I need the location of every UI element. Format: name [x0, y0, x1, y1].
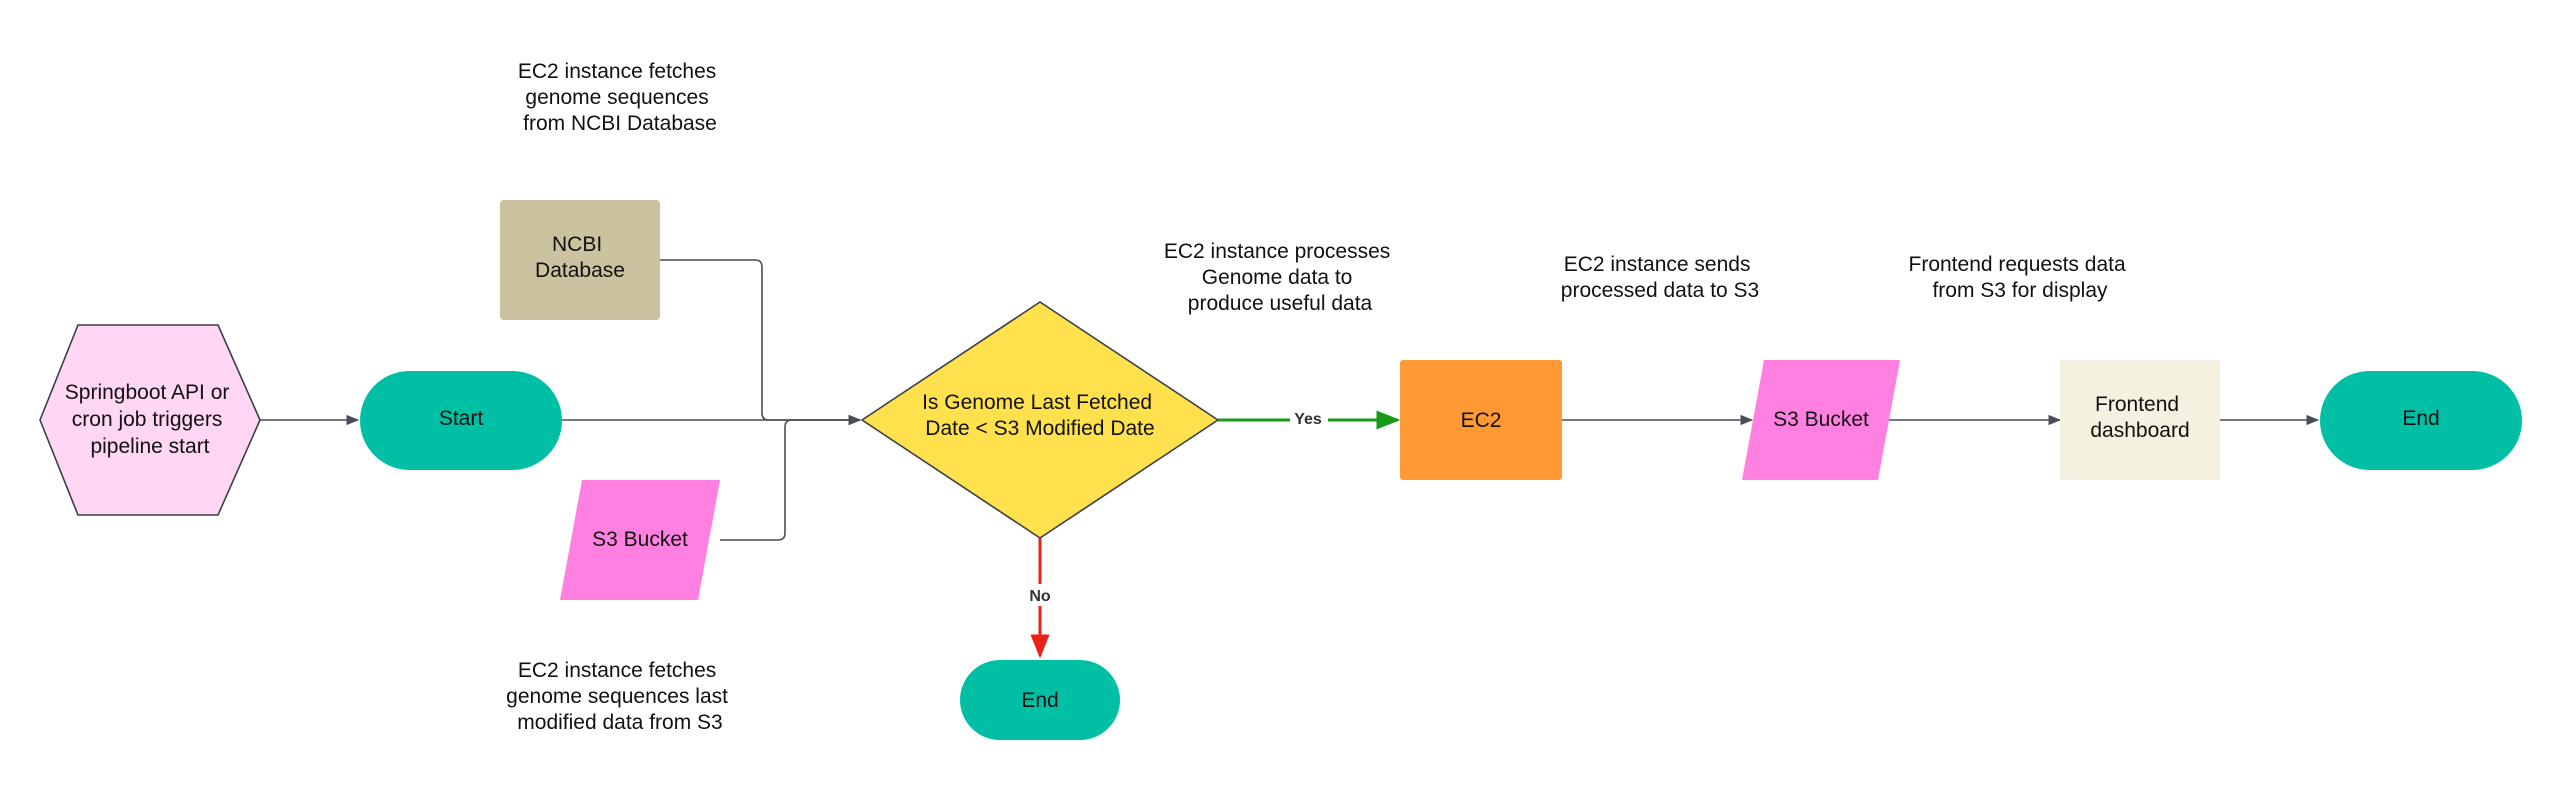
note-line: genome sequences [525, 86, 708, 109]
svg-text:Is Genome Last Fetched D: Is Genome Last Fetched Date < S3 Modifie… [922, 391, 1158, 440]
edge-decision-no: No [1024, 538, 1056, 659]
edge-decision-yes: Yes [1218, 408, 1401, 430]
trigger-node: Springboot API or cron job triggers pipe… [39, 324, 261, 516]
frontend-label-line: Frontend [2095, 393, 2179, 416]
frontend-dashboard-node: Frontend dashboard [2060, 360, 2220, 480]
end-final-label: End [2402, 407, 2439, 430]
decision-label-line: Is Genome Last Fetched [922, 391, 1152, 414]
note-line: produce useful data [1188, 292, 1373, 315]
svg-text:Springboot API or cron j: Springboot API or cron job triggers pipe… [65, 381, 235, 458]
note-line: genome sequences last [506, 685, 728, 708]
start-label: Start [439, 407, 484, 430]
ec2-label: EC2 [1461, 409, 1502, 432]
note-send: EC2 instance sends processed data to S3 [1561, 253, 1759, 302]
note-line: modified data from S3 [517, 711, 722, 734]
note-frontend: Frontend requests data from S3 for displ… [1909, 253, 2132, 302]
note-process: EC2 instance processes Genome data to pr… [1164, 240, 1396, 315]
trigger-label-line: cron job triggers [72, 408, 223, 431]
decision-node: Is Genome Last Fetched Date < S3 Modifie… [861, 301, 1219, 539]
ec2-node: EC2 [1400, 360, 1562, 480]
note-line: EC2 instance processes [1164, 240, 1390, 263]
s3-bucket-input-node: S3 Bucket [560, 480, 720, 600]
edge-ncbi-to-decision [660, 259, 862, 426]
end-no-node: End [960, 660, 1120, 740]
svg-text:Frontend dashboard: Frontend dashboard [2090, 393, 2189, 442]
note-line: from S3 for display [1932, 279, 2108, 302]
note-line: EC2 instance fetches [518, 60, 716, 83]
note-line: processed data to S3 [1561, 279, 1759, 302]
end-no-label: End [1021, 689, 1058, 712]
svg-text:NCBI Database: NCBI Database [535, 233, 625, 282]
trigger-label-line: Springboot API or [65, 381, 230, 404]
note-line: Frontend requests data [1909, 253, 2126, 276]
note-line: from NCBI Database [523, 112, 717, 135]
ncbi-database-node: NCBI Database [500, 200, 660, 320]
note-line: EC2 instance fetches [518, 659, 716, 682]
connectors [260, 259, 2320, 541]
s3-bucket-output-node: S3 Bucket [1742, 360, 1900, 480]
s3-output-label: S3 Bucket [1773, 408, 1869, 431]
yes-label: Yes [1294, 411, 1322, 428]
decision-label-line: Date < S3 Modified Date [925, 417, 1154, 440]
ncbi-label-line: NCBI [552, 233, 602, 256]
note-ncbi-fetch: EC2 instance fetches genome sequences fr… [518, 60, 722, 135]
no-label: No [1029, 588, 1051, 605]
note-s3-fetch: EC2 instance fetches genome sequences la… [506, 659, 734, 734]
note-line: Genome data to [1202, 266, 1353, 289]
trigger-label-line: pipeline start [90, 435, 209, 458]
edge-s3-to-decision [720, 414, 862, 541]
end-final-node: End [2320, 371, 2522, 470]
s3-input-label: S3 Bucket [592, 528, 688, 551]
ncbi-label-line: Database [535, 259, 625, 282]
start-node: Start [360, 371, 562, 470]
frontend-label-line: dashboard [2090, 419, 2189, 442]
note-line: EC2 instance sends [1564, 253, 1751, 276]
